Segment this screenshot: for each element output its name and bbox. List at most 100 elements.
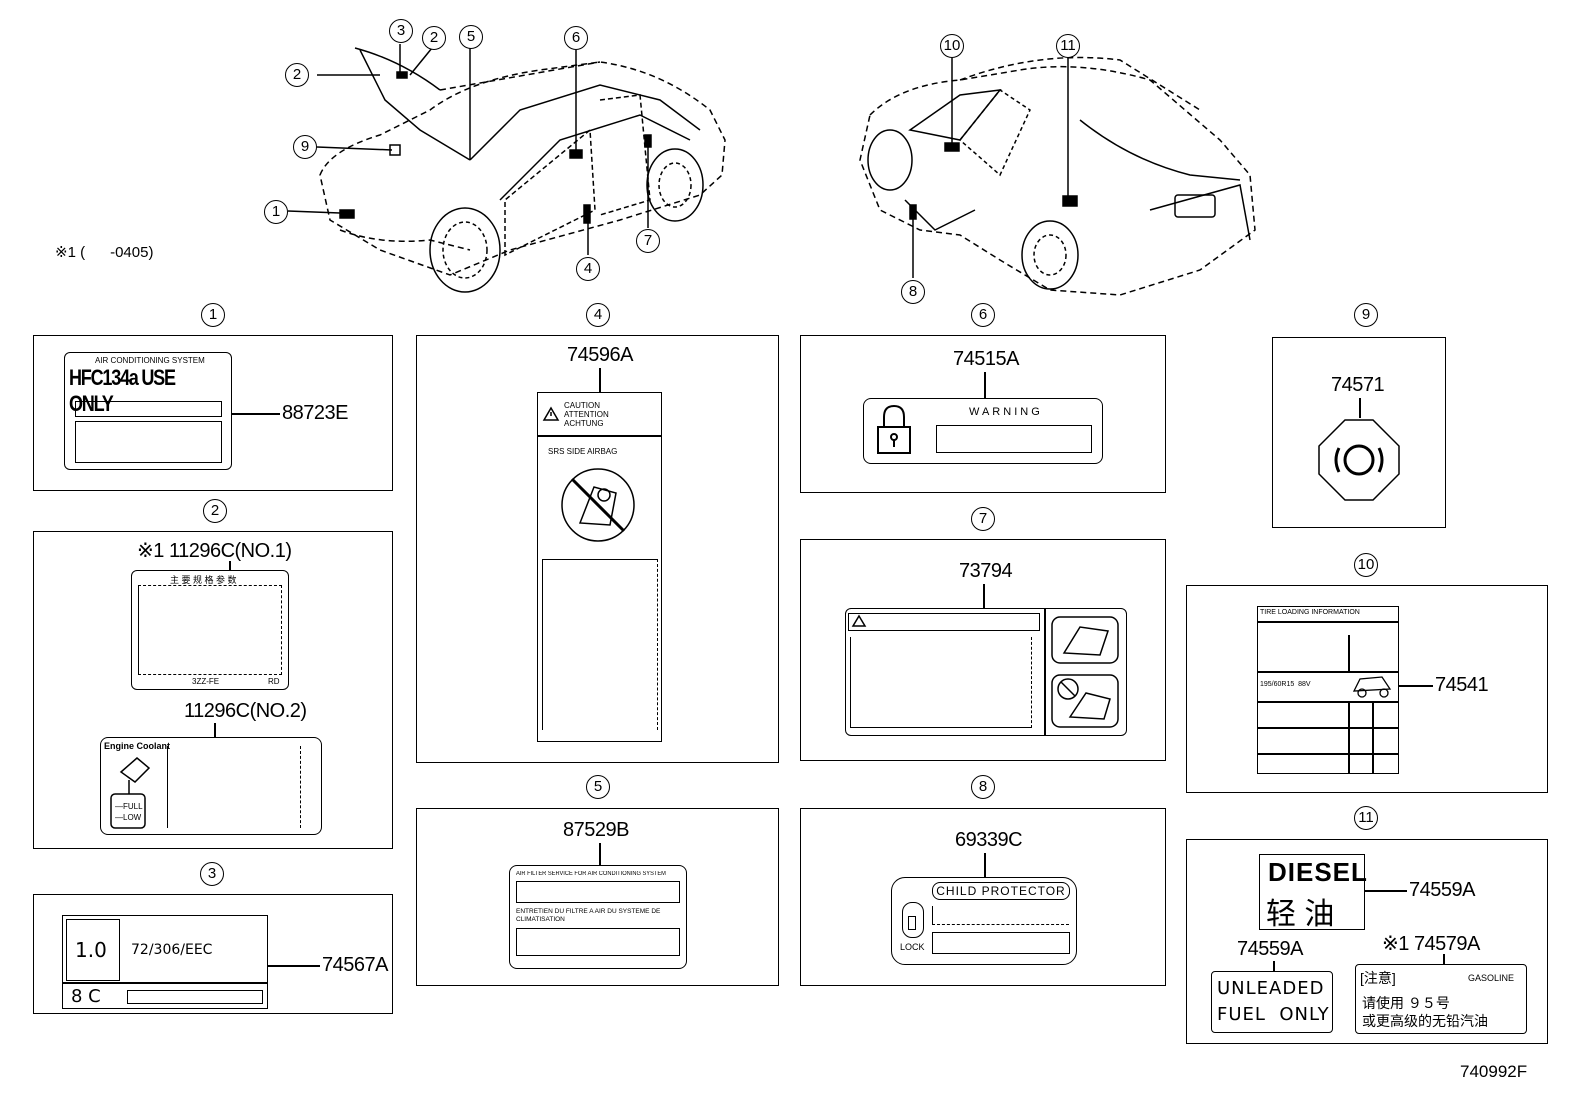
side-airbag-label: CAUTION ATTENTION ACHTUNG SRS SIDE AIRBA… <box>537 392 662 742</box>
leader-line <box>232 413 280 415</box>
spec-label-no1: 主 要 规 格 参 数 3ZZ-FE RD <box>131 570 289 690</box>
tire-col-line-3 <box>1372 701 1374 773</box>
diesel-text: DIESEL <box>1268 857 1368 887</box>
coolant-full: —FULL <box>115 802 143 811</box>
panel-1-number: 1 <box>201 303 225 327</box>
child-seat-warning-label <box>845 608 1127 736</box>
child-seat-divider <box>1044 609 1046 735</box>
caution-line-3: ACHTUNG <box>564 419 604 428</box>
part-number-74559A-unleaded: 74559A <box>1237 938 1303 960</box>
airbag-title: SRS SIDE AIRBAG <box>548 447 618 456</box>
unleaded-line-2: FUEL ONLY <box>1217 1004 1330 1025</box>
tire-loading-title: TIRE LOADING INFORMATION <box>1260 609 1360 616</box>
ac-label: AIR CONDITIONING SYSTEM HFC134a USE ONLY <box>64 352 232 470</box>
part-number-11296C-no1: ※1 11296C(NO.1) <box>137 540 292 562</box>
tire-col-line <box>1348 635 1350 671</box>
unleaded-line-1: UNLEADED <box>1217 978 1325 999</box>
part-number-74579A-gasoline: ※1 74579A <box>1382 933 1480 955</box>
footnote: ※1 ( -0405) <box>55 244 154 261</box>
panel-2-number: 2 <box>203 499 227 523</box>
rear-facing-seat-icon <box>1051 616 1119 664</box>
spec-label-engine: 3ZZ-FE <box>192 677 220 686</box>
no-front-seat-icon <box>1051 674 1119 728</box>
tire-col-line-2 <box>1348 701 1350 773</box>
tire-size: 195/60R15 88V <box>1260 681 1311 688</box>
panel-9: 74571 <box>1272 337 1446 528</box>
air-filter-line-2: ENTRETIEN DU FILTRE A AIR DU SYSTEME DE … <box>516 908 661 923</box>
spec-label-rd: RD <box>268 677 280 686</box>
caution-divider <box>538 435 661 437</box>
airbag-text-box <box>542 559 658 730</box>
padlock-icon <box>877 404 911 454</box>
leader-line <box>268 965 320 967</box>
leader-line <box>214 723 216 737</box>
callout-10: 10 <box>940 34 964 58</box>
tire-row-line-1 <box>1258 621 1398 623</box>
air-filter-box-1 <box>516 881 680 903</box>
tire-row-line-4 <box>1258 727 1398 729</box>
ac-label-title: AIR CONDITIONING SYSTEM <box>95 356 205 365</box>
leader-line <box>1359 398 1361 418</box>
callout-9: 9 <box>293 135 317 159</box>
tire-row-line-3 <box>1258 701 1398 703</box>
tire-row-line-5 <box>1258 753 1398 755</box>
panel-6: 74515A WARNING <box>800 335 1166 493</box>
gasoline-head: [注意] <box>1360 970 1396 986</box>
warning-triangle-icon <box>851 614 867 627</box>
panel-10-number: 10 <box>1354 553 1378 577</box>
panel-5-number: 5 <box>586 775 610 799</box>
part-number-11296C-no2: 11296C(NO.2) <box>184 700 307 722</box>
part-number-74541: 74541 <box>1435 674 1489 696</box>
gasoline-label: [注意] GASOLINE 请使用 ９５号 或更高级的无铅汽油 <box>1355 964 1527 1034</box>
caution-line-2: ATTENTION <box>564 410 609 419</box>
diesel-cn-text: 轻 油 <box>1266 898 1335 931</box>
callout-2: 2 <box>422 26 446 50</box>
part-number-73794: 73794 <box>959 560 1013 582</box>
callout-8: 8 <box>901 280 925 304</box>
coolant-text-box <box>167 746 301 828</box>
part-number-74559A-diesel: 74559A <box>1409 879 1475 901</box>
callout-7: 7 <box>636 229 660 253</box>
ac-label-blank-2 <box>75 421 222 463</box>
panel-10: TIRE LOADING INFORMATION 195/60R15 88V 7… <box>1186 585 1548 793</box>
panel-5: 87529B AIR FILTER SERVICE FOR AIR CONDIT… <box>416 808 779 986</box>
part-number-74571: 74571 <box>1331 374 1385 396</box>
emission-divider <box>63 982 267 984</box>
callout-6: 6 <box>564 26 588 50</box>
panel-3: 1.0 72/306/EEC 8 C 74567A <box>33 894 393 1014</box>
panel-2: ※1 11296C(NO.1) 主 要 规 格 参 数 3ZZ-FE RD 11… <box>33 531 393 849</box>
callout-1: 1 <box>264 200 288 224</box>
diagram-id: 740992F <box>1460 1062 1528 1081</box>
callout-5: 5 <box>459 25 483 49</box>
spec-label-header: 主 要 规 格 参 数 <box>170 575 237 585</box>
leader-line <box>983 584 985 608</box>
part-number-74515A: 74515A <box>953 348 1019 370</box>
part-number-74567A: 74567A <box>322 954 388 976</box>
tire-car-icon <box>1352 676 1392 698</box>
lock-warning-label: WARNING <box>863 398 1103 464</box>
part-number-87529B: 87529B <box>563 819 629 841</box>
lock-text: LOCK <box>900 942 925 952</box>
panel-8-number: 8 <box>971 775 995 799</box>
part-number-88723E: 88723E <box>282 402 348 424</box>
coolant-label-title: Engine Coolant <box>104 741 170 751</box>
leader-line <box>1273 961 1275 971</box>
panel-8: 69339C CHILD PROTECTOR LOCK <box>800 808 1166 986</box>
child-protector-text-2 <box>932 932 1070 954</box>
leader-line <box>1365 890 1407 892</box>
panel-4: 74596A CAUTION ATTENTION ACHTUNG SRS SID… <box>416 335 779 763</box>
coolant-label-no2: Engine Coolant —FULL —LOW <box>100 737 322 835</box>
unleaded-label: UNLEADED FUEL ONLY <box>1211 971 1333 1033</box>
child-protector-text-1 <box>932 906 1069 925</box>
ac-label-blank-1 <box>75 401 222 417</box>
tire-row-line-2 <box>1258 671 1398 673</box>
emission-value: 1.0 <box>75 938 107 962</box>
warning-triangle-icon <box>542 406 560 421</box>
child-protector-title: CHILD PROTECTOR <box>932 882 1070 900</box>
spec-label-box <box>138 585 282 675</box>
part-number-69339C: 69339C <box>955 829 1023 851</box>
child-seat-header-bar <box>848 613 1040 631</box>
callout-4: 4 <box>576 257 600 281</box>
emission-value-box <box>66 919 120 981</box>
child-protector-label: CHILD PROTECTOR LOCK <box>891 877 1077 965</box>
